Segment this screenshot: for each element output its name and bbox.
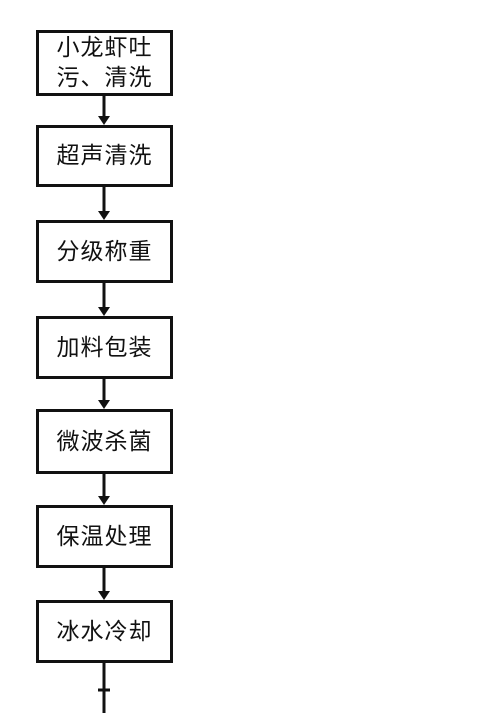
flow-step-ice-water-cooling: 冰水冷却	[36, 600, 173, 663]
flow-step-microwave-sterilization: 微波杀菌	[36, 409, 173, 474]
flow-step-label: 小龙虾吐 污、清洗	[56, 35, 153, 91]
flow-step-label: 保温处理	[56, 523, 153, 550]
flow-step-label: 加料包装	[56, 334, 153, 361]
arrow-4-to-5	[98, 379, 110, 409]
flow-step-seasoning-packaging: 加料包装	[36, 316, 173, 379]
flow-step-label: 分级称重	[56, 238, 153, 265]
flow-step-heat-holding: 保温处理	[36, 505, 173, 568]
arrow-5-to-6	[98, 474, 110, 505]
flow-step-label: 微波杀菌	[56, 428, 153, 455]
arrow-6-to-7	[98, 568, 110, 600]
flow-step-ultrasonic-cleaning: 超声清洗	[36, 125, 173, 187]
arrow-2-to-3	[98, 187, 110, 220]
flow-step-grading-weighing: 分级称重	[36, 220, 173, 283]
flow-step-label: 冰水冷却	[56, 618, 153, 645]
arrow-1-to-2	[98, 96, 110, 125]
flow-step-label: 超声清洗	[56, 143, 153, 169]
flow-step-crayfish-purging-cleaning: 小龙虾吐 污、清洗	[36, 30, 173, 96]
arrow-3-to-4	[98, 283, 110, 316]
arrow-7-continuation	[98, 663, 110, 713]
